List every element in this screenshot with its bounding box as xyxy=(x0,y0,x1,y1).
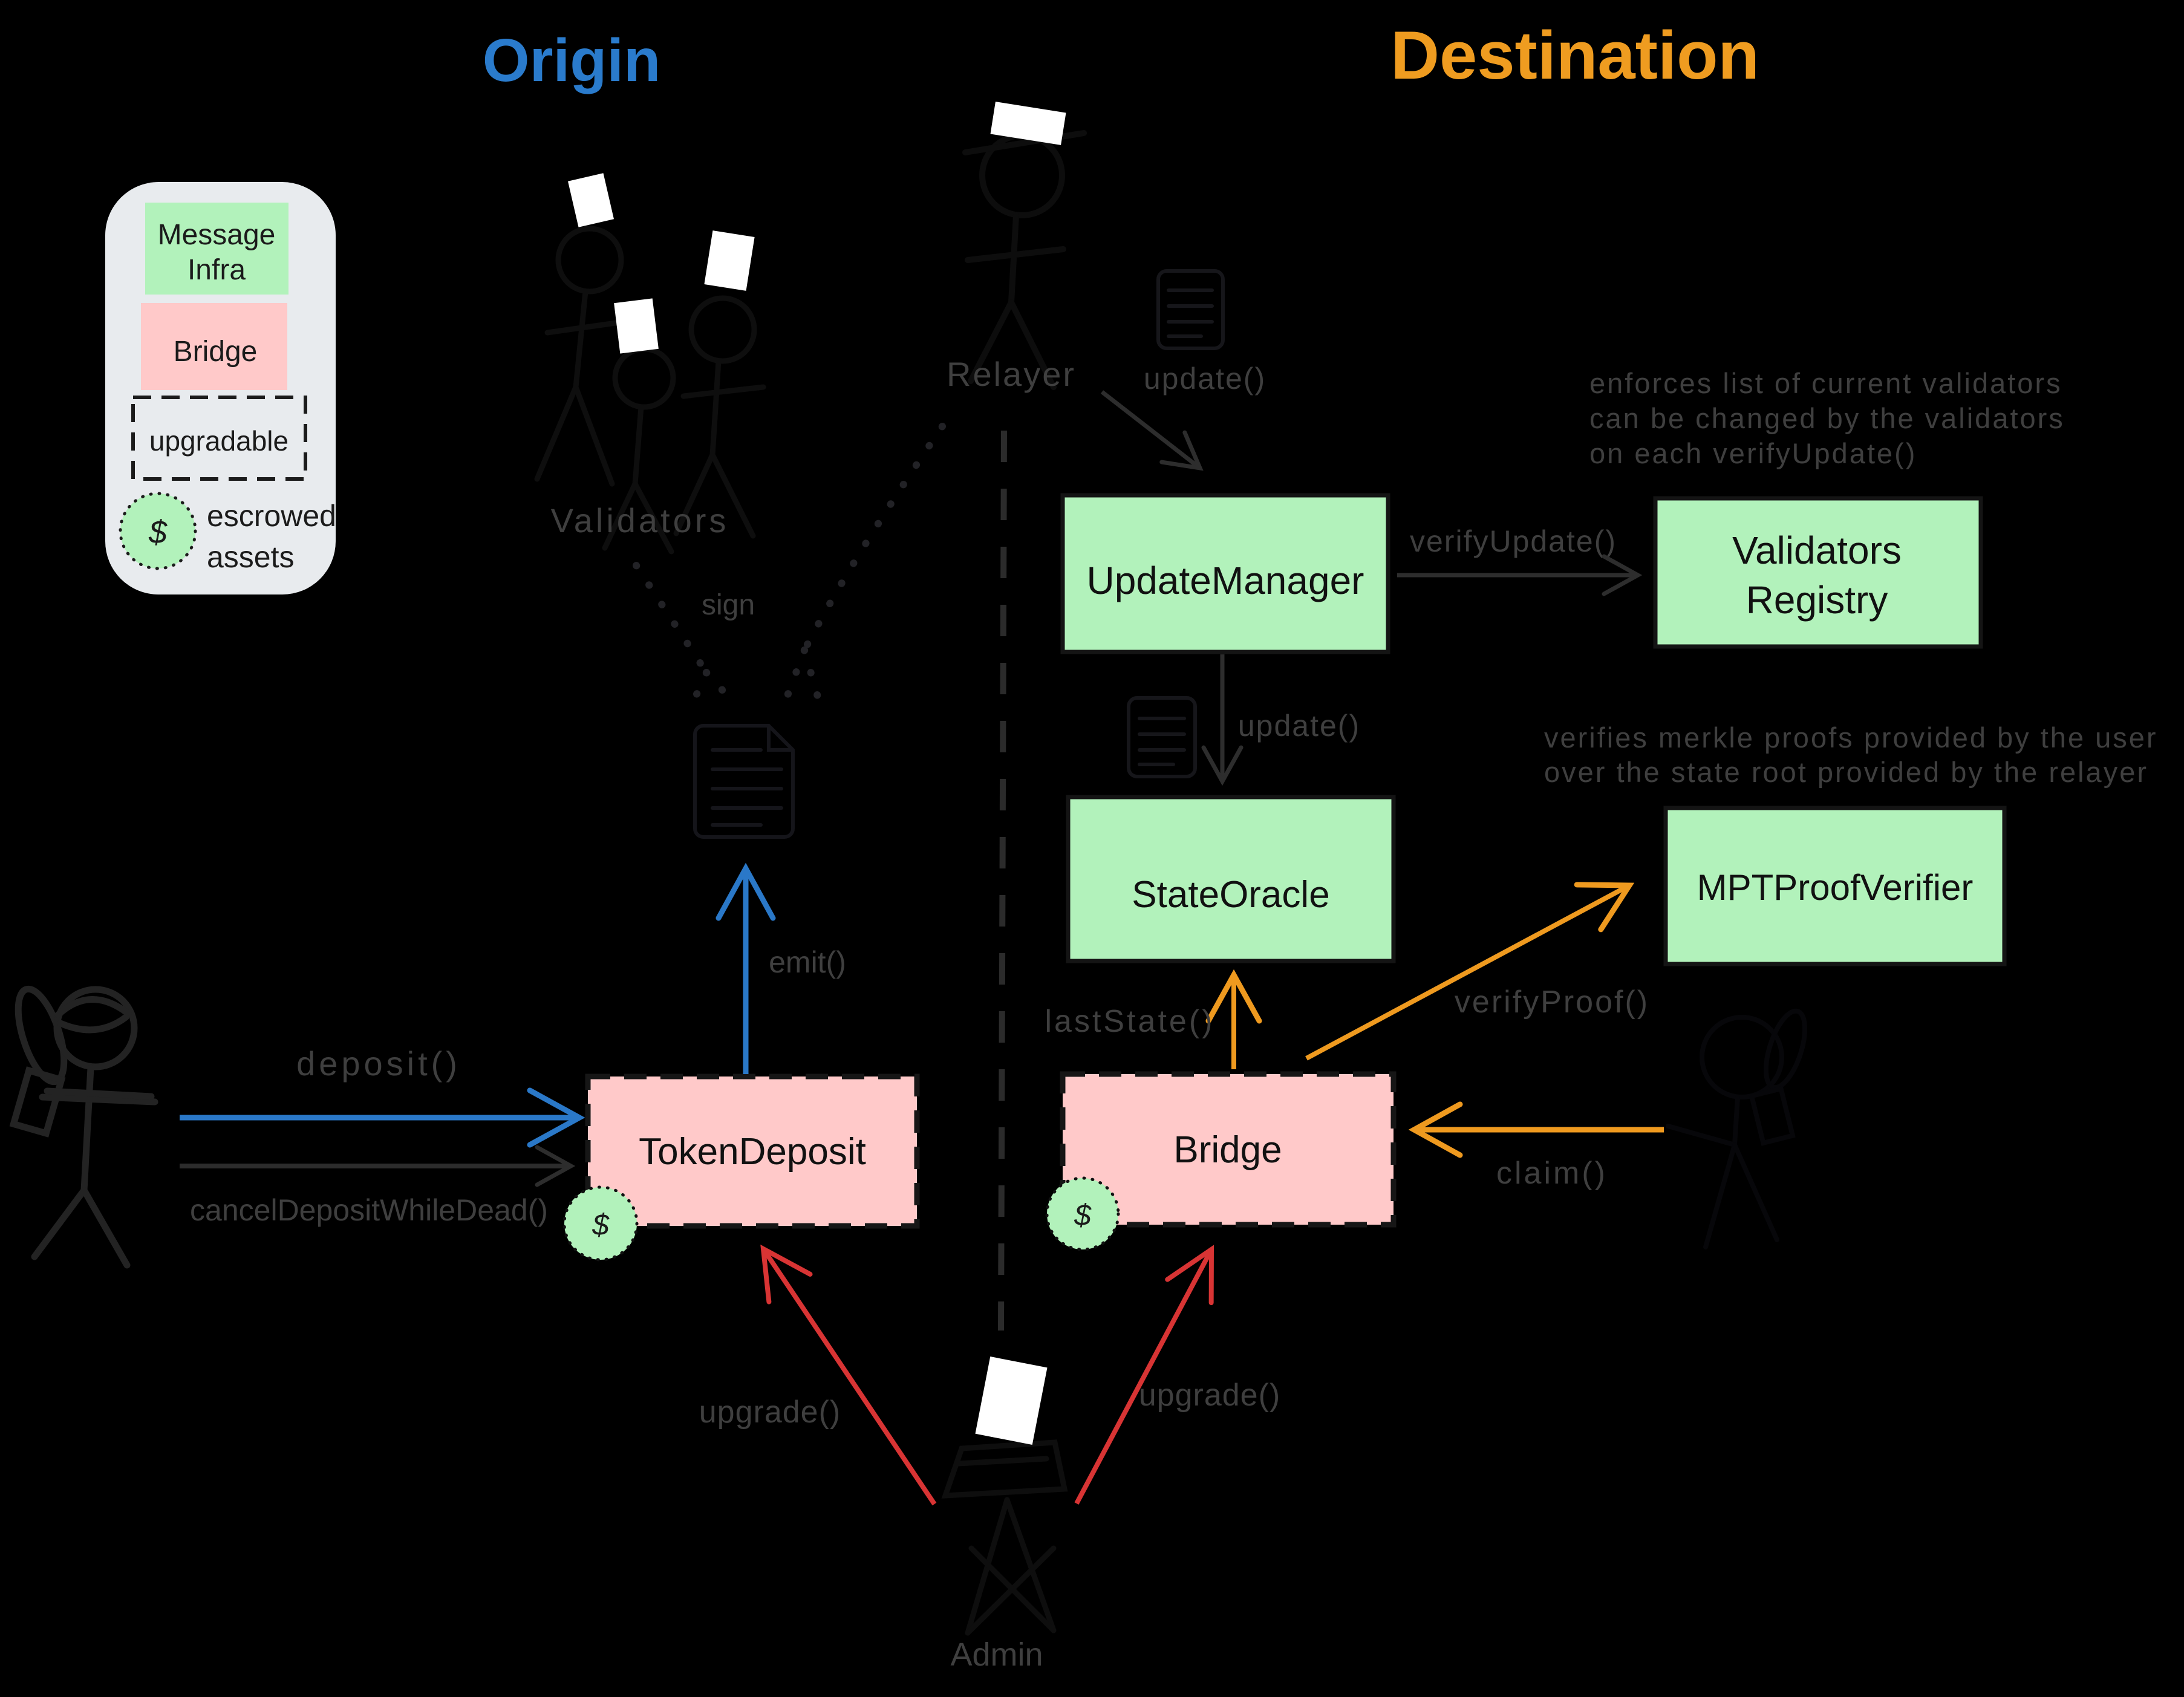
svg-text:emit(): emit() xyxy=(769,945,846,979)
svg-text:Bridge: Bridge xyxy=(174,336,258,368)
svg-text:deposit(): deposit() xyxy=(296,1044,461,1083)
svg-text:Message: Message xyxy=(158,219,276,251)
svg-text:on each verifyUpdate(): on each verifyUpdate() xyxy=(1589,437,1917,469)
svg-text:$: $ xyxy=(148,514,168,550)
svg-text:can be changed by the validato: can be changed by the validators xyxy=(1589,402,2065,434)
svg-text:$: $ xyxy=(1074,1198,1092,1232)
svg-text:Validators: Validators xyxy=(1732,529,1902,572)
svg-text:Admin: Admin xyxy=(950,1637,1043,1673)
svg-text:over the state root provided b: over the state root provided by the rela… xyxy=(1544,756,2148,788)
svg-text:Infra: Infra xyxy=(187,254,246,286)
svg-text:cancelDepositWhileDead(): cancelDepositWhileDead() xyxy=(190,1193,548,1227)
svg-text:upgrade(): upgrade() xyxy=(1139,1378,1280,1413)
svg-text:verifyProof(): verifyProof() xyxy=(1455,985,1649,1020)
svg-text:Validators: Validators xyxy=(551,501,729,539)
svg-text:MPTProofVerifier: MPTProofVerifier xyxy=(1697,867,1974,908)
svg-text:lastState(): lastState() xyxy=(1045,1004,1215,1039)
svg-text:update(): update() xyxy=(1144,362,1266,396)
svg-text:verifies merkle proofs provide: verifies merkle proofs provided by the u… xyxy=(1544,721,2158,754)
svg-text:Origin: Origin xyxy=(483,27,660,94)
svg-text:Registry: Registry xyxy=(1746,578,1888,622)
svg-text:escrowed: escrowed xyxy=(207,499,336,533)
svg-text:enforces list of current valid: enforces list of current validators xyxy=(1589,367,2062,399)
svg-text:claim(): claim() xyxy=(1496,1156,1608,1191)
svg-text:UpdateManager: UpdateManager xyxy=(1087,559,1364,602)
svg-text:StateOracle: StateOracle xyxy=(1132,874,1329,916)
svg-text:verifyUpdate(): verifyUpdate() xyxy=(1410,524,1617,558)
svg-text:assets: assets xyxy=(207,540,295,574)
svg-text:Bridge: Bridge xyxy=(1173,1129,1282,1171)
svg-text:sign: sign xyxy=(702,589,755,621)
svg-text:TokenDeposit: TokenDeposit xyxy=(639,1131,866,1173)
svg-text:$: $ xyxy=(592,1208,610,1242)
svg-text:Relayer: Relayer xyxy=(947,355,1076,393)
svg-text:upgradable: upgradable xyxy=(149,425,288,457)
svg-text:upgrade(): upgrade() xyxy=(699,1395,841,1430)
svg-text:update(): update() xyxy=(1238,709,1360,743)
svg-text:Destination: Destination xyxy=(1390,18,1759,93)
